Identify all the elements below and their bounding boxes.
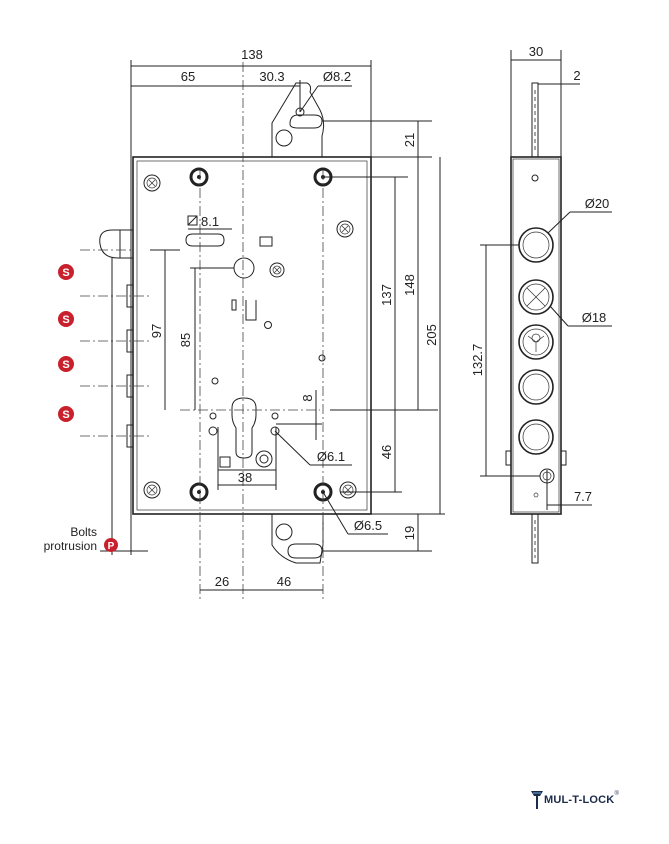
dim-cyl-offset: 8: [300, 394, 315, 401]
brand-logo: MUL-T-LOCK ®: [530, 789, 619, 811]
screw-right: [336, 220, 354, 238]
dim-hole-dia-6-5: Ø6.5: [354, 518, 382, 533]
key-icon: [531, 791, 543, 809]
brand-trademark: ®: [614, 791, 619, 797]
svg-text:S: S: [62, 314, 69, 326]
side-body: [510, 156, 562, 515]
protrusion-label-line2: protrusion: [44, 539, 97, 553]
dim-bottom-offset: 19: [402, 526, 417, 540]
svg-text:S: S: [62, 359, 69, 371]
dim-bolt-dia-18: Ø18: [582, 310, 607, 325]
dim-bottom-46: 46: [277, 574, 291, 589]
bolt-marker-3: S: [58, 356, 74, 372]
side-bolt-5: [518, 419, 554, 455]
screw-bottom-right: [339, 481, 357, 499]
bottom-mounting-tab: [271, 514, 324, 564]
dim-side-width: 30: [529, 44, 543, 59]
dim-cyl-bottom-46: 46: [379, 445, 394, 459]
dim-overall-width: 138: [241, 47, 263, 62]
side-bolt-3: [518, 324, 554, 360]
svg-text:P: P: [108, 541, 115, 552]
latch-bolt: [99, 229, 133, 259]
dim-side-7-7: 7.7: [574, 489, 592, 504]
side-bolt-4: [518, 369, 554, 405]
side-bolt-1: [518, 227, 554, 263]
dim-left-to-axis: 65: [181, 69, 195, 84]
screw-bottom-left: [143, 481, 161, 499]
side-view: 30 2 Ø20 Ø18 132.7 7.7: [470, 44, 612, 564]
dim-side-2: 2: [573, 68, 580, 83]
dim-height-137: 137: [379, 284, 394, 306]
brand-name: MUL-T-LOCK: [544, 794, 615, 806]
dim-top-offset: 21: [402, 133, 417, 147]
front-view: 138 65 30.3 Ø8.2 21 8.1 137 148 205 97: [44, 47, 445, 600]
dim-height-148: 148: [402, 274, 417, 296]
bolt-marker-2: S: [58, 311, 74, 327]
dim-hole-dia-6-1: Ø6.1: [317, 449, 345, 464]
dim-side-height: 132.7: [470, 344, 485, 377]
dim-bolt-spacing-97: 97: [149, 324, 164, 338]
dim-bolt-dia-20: Ø20: [585, 196, 610, 211]
dim-bottom-26: 26: [215, 574, 229, 589]
svg-text:S: S: [62, 267, 69, 279]
protrusion-marker: P: [104, 538, 118, 552]
dim-top-hole-dia: Ø8.2: [323, 69, 351, 84]
side-bolt-2: [518, 279, 554, 315]
bolt-marker-4: S: [58, 406, 74, 422]
protrusion-label-line1: Bolts: [70, 525, 97, 539]
top-mounting-tab: [271, 82, 325, 157]
bolt-marker-1: S: [58, 264, 74, 280]
dim-height-205: 205: [424, 324, 439, 346]
dim-axis-to-hole: 30.3: [259, 69, 284, 84]
screw-center: [269, 262, 285, 278]
screw-top-left: [143, 174, 161, 192]
cylinder-cutout: [231, 397, 257, 459]
dim-bolt-spacing-85: 85: [178, 333, 193, 347]
svg-text:S: S: [62, 409, 69, 421]
dim-width-38: 38: [238, 470, 252, 485]
dim-square-spindle: 8.1: [201, 214, 219, 229]
